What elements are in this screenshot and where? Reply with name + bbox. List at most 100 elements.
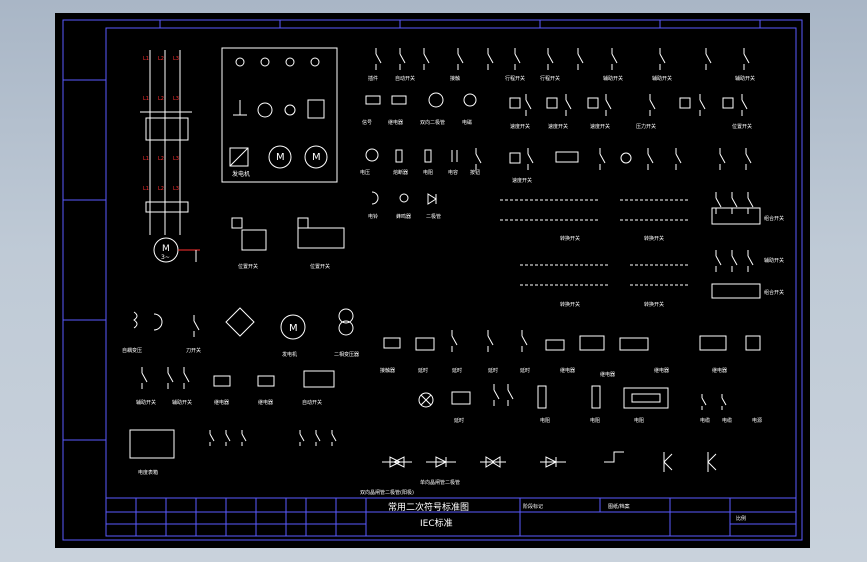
svg-text:延时: 延时 [520, 367, 530, 374]
svg-text:延时: 延时 [418, 367, 428, 374]
svg-text:L3: L3 [173, 156, 179, 162]
svg-text:延时: 延时 [454, 417, 464, 424]
svg-text:L3: L3 [173, 56, 179, 62]
svg-text:接触: 接触 [450, 75, 460, 82]
svg-text:L3: L3 [173, 186, 179, 192]
middle-lower-labels: 接触器 延时延时延时延时 继电器 继电器 继电器 继电器 延时 电阻 电阻 电阻… [380, 367, 762, 424]
label-relay-6: 继电器 [712, 367, 727, 374]
row3-symbols [365, 148, 632, 164]
label-fuse: 熔断器 [393, 169, 408, 176]
label-generator-2: 发电机 [282, 351, 297, 358]
switch-row-top [375, 47, 750, 71]
title-field-scale: 比例 [736, 515, 746, 522]
svg-text:延时: 延时 [488, 367, 498, 374]
label-aux-switch-5: 辅助开关 [136, 399, 156, 406]
label-diode: 二极管 [426, 213, 441, 220]
label-relay-4: 继电器 [600, 371, 615, 378]
row2-symbols [365, 92, 734, 109]
label-capacitor: 电容 [448, 169, 458, 176]
middle-lower-symbols [383, 335, 761, 409]
label-speed-switch-3: 速度开关 [590, 123, 610, 130]
svg-text:插件: 插件 [368, 75, 378, 82]
row2-labels: 信号继电器双向二极管电磁 速度开关 速度开关 速度开关 压力开关 位置开关 [362, 119, 752, 130]
label-switch-group-2: 组合开关 [764, 289, 784, 296]
drawing-title: 常用二次符号标准图 [388, 501, 469, 513]
transfer-labels: 转换开关 转换开关 转换开关 转换开关 [560, 235, 664, 308]
svg-text:电压: 电压 [360, 169, 370, 176]
label-pos-switch-3: 位置开关 [310, 263, 330, 270]
panel-symbols [229, 57, 328, 169]
title-field-archive: 图纸/档案 [608, 503, 630, 510]
label-resistor: 电阻 [423, 169, 433, 176]
svg-text:双向二极管: 双向二极管 [420, 119, 445, 126]
label-transfer-3: 转换开关 [560, 301, 580, 308]
transfer-switch-diagrams [500, 199, 690, 286]
label-relay-1: 继电器 [214, 399, 229, 406]
panel-label-generator: 发电机 [232, 170, 250, 178]
motor-symbol-label: M [162, 244, 170, 254]
panel-dc-motor-m: M [312, 152, 321, 163]
label-auto-switch: 自动开关 [302, 399, 322, 406]
title-block-grid [105, 497, 797, 537]
frame-ticks [63, 20, 761, 441]
label-meter-box: 电度表箱 [138, 469, 158, 476]
svg-text:电源: 电源 [752, 417, 762, 424]
label-resistor-2: 电阻 [540, 417, 550, 424]
svg-text:L3: L3 [173, 96, 179, 102]
label-aux-switch-3: 辅助开关 [735, 75, 755, 82]
label-aux-switch-1: 辅助开关 [603, 75, 623, 82]
label-resistor-4: 电阻 [634, 417, 644, 424]
label-triac-note: 双向晶闸管二极管(阳极) [360, 489, 414, 496]
motor-circuit [140, 50, 200, 263]
label-aux-switch-6: 辅助开关 [172, 399, 192, 406]
svg-text:电缆: 电缆 [722, 417, 732, 424]
svg-text:信号: 信号 [362, 119, 372, 126]
label-contactor: 接触器 [380, 367, 395, 374]
row4-labels: 电铃蜂鸣器 二极管 位置开关 位置开关 [238, 213, 441, 270]
svg-text:电缆: 电缆 [700, 417, 710, 424]
semiconductor-row [382, 451, 717, 472]
label-travel-switch-2: 行程开关 [540, 75, 560, 82]
svg-text:延时: 延时 [452, 367, 462, 374]
row3-labels: 电压 熔断器 电阻 电容 按钮 速度开关 [360, 169, 532, 184]
label-relay-3: 继电器 [560, 367, 575, 374]
title-field-stage: 阶段标记 [523, 503, 543, 510]
panel-motor-m: M [276, 152, 285, 163]
svg-text:自动开关: 自动开关 [395, 75, 415, 82]
label-aux-switch-2: 辅助开关 [652, 75, 672, 82]
label-relay-2: 继电器 [258, 399, 273, 406]
svg-text:电铃: 电铃 [368, 213, 378, 220]
motor-phase-label: 3~ [161, 254, 170, 261]
svg-text:L1: L1 [143, 156, 149, 162]
label-transfer-2: 转换开关 [644, 235, 664, 242]
svg-text:L2: L2 [158, 96, 164, 102]
label-aux-switch-4: 辅助开关 [764, 257, 784, 264]
label-pressure-switch: 压力开关 [636, 123, 656, 130]
lower-left-symbols [129, 307, 354, 459]
lower-motor-m: M [289, 323, 298, 334]
label-resistor-3: 电阻 [590, 417, 600, 424]
label-transfer-1: 转换开关 [560, 235, 580, 242]
label-speed-switch-1: 速度开关 [510, 123, 530, 130]
drawing-standard: IEC标准 [420, 517, 453, 529]
label-pos-switch-2: 位置开关 [238, 263, 258, 270]
lower-left-labels: 自耦变压 刀开关 发电机 二相变压器 辅助开关 辅助开关 继电器 继电器 自动开… [122, 347, 359, 476]
row1-labels: 插件 自动开关 接触 行程开关 行程开关 辅助开关 辅助开关 辅助开关 [368, 75, 755, 82]
svg-text:L1: L1 [143, 96, 149, 102]
svg-text:L1: L1 [143, 56, 149, 62]
svg-text:按钮: 按钮 [470, 169, 480, 176]
svg-text:L2: L2 [158, 186, 164, 192]
label-transfer-4: 转换开关 [644, 301, 664, 308]
label-travel-switch-1: 行程开关 [505, 75, 525, 82]
symbol-panel [221, 47, 338, 183]
label-knife-switch: 刀开关 [186, 347, 201, 354]
label-switch-group: 组合开关 [764, 215, 784, 222]
right-boxed-switches [711, 207, 761, 299]
label-relay-5: 继电器 [654, 367, 669, 374]
label-speed-switch-4: 速度开关 [512, 177, 532, 184]
svg-text:L2: L2 [158, 156, 164, 162]
